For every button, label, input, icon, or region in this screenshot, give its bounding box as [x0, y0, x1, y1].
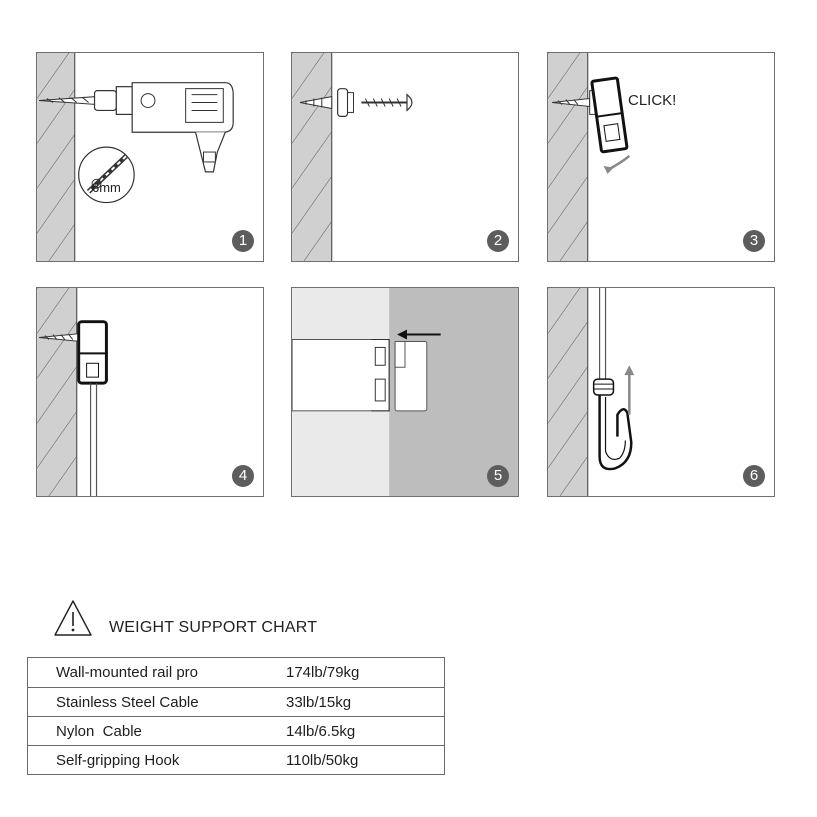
click-callout: CLICK!: [628, 92, 677, 109]
weight-chart-title: WEIGHT SUPPORT CHART: [109, 619, 318, 636]
step-number-badge: 1: [232, 230, 254, 252]
step-2-illustration: [292, 53, 413, 261]
row-weight-value: 33lb/15kg: [286, 694, 352, 711]
step-5-illustration: [292, 288, 518, 496]
step-number-badge: 2: [487, 230, 509, 252]
weight-chart-header: WEIGHT SUPPORT CHART: [53, 598, 453, 638]
warning-triangle-icon: [54, 600, 92, 636]
row-item-label: Stainless Steel Cable: [56, 694, 199, 711]
step-1-panel: 6mm 1: [36, 52, 264, 262]
row-item-label: Wall-mounted rail pro: [56, 664, 198, 681]
step-3-panel: CLICK! 3: [547, 52, 775, 262]
step-number-badge: 4: [232, 465, 254, 487]
row-item-label: Nylon Cable: [56, 723, 142, 740]
step-number-badge: 3: [743, 230, 765, 252]
table-row: Nylon Cable 14lb/6.5kg: [28, 716, 444, 745]
step-1-illustration: [37, 53, 234, 261]
row-weight-value: 110lb/50kg: [286, 752, 359, 769]
row-item-label: Self-gripping Hook: [56, 752, 180, 769]
weight-support-table: Wall-mounted rail pro 174lb/79kg Stainle…: [27, 657, 445, 775]
step-4-panel: 4: [36, 287, 264, 497]
row-weight-value: 174lb/79kg: [286, 664, 360, 681]
step-number-badge: 6: [743, 465, 765, 487]
drill-bit-size-label: 6mm: [92, 180, 121, 195]
step-5-panel: 5: [291, 287, 519, 497]
row-weight-value: 14lb/6.5kg: [286, 723, 356, 740]
table-row: Self-gripping Hook 110lb/50kg: [28, 745, 444, 774]
step-3-illustration: [548, 53, 631, 261]
step-2-panel: 2: [291, 52, 519, 262]
step-6-illustration: [548, 288, 635, 496]
step-4-illustration: [37, 288, 108, 496]
step-6-panel: 6: [547, 287, 775, 497]
table-row: Wall-mounted rail pro 174lb/79kg: [28, 658, 444, 687]
step-number-badge: 5: [487, 465, 509, 487]
table-row: Stainless Steel Cable 33lb/15kg: [28, 687, 444, 716]
